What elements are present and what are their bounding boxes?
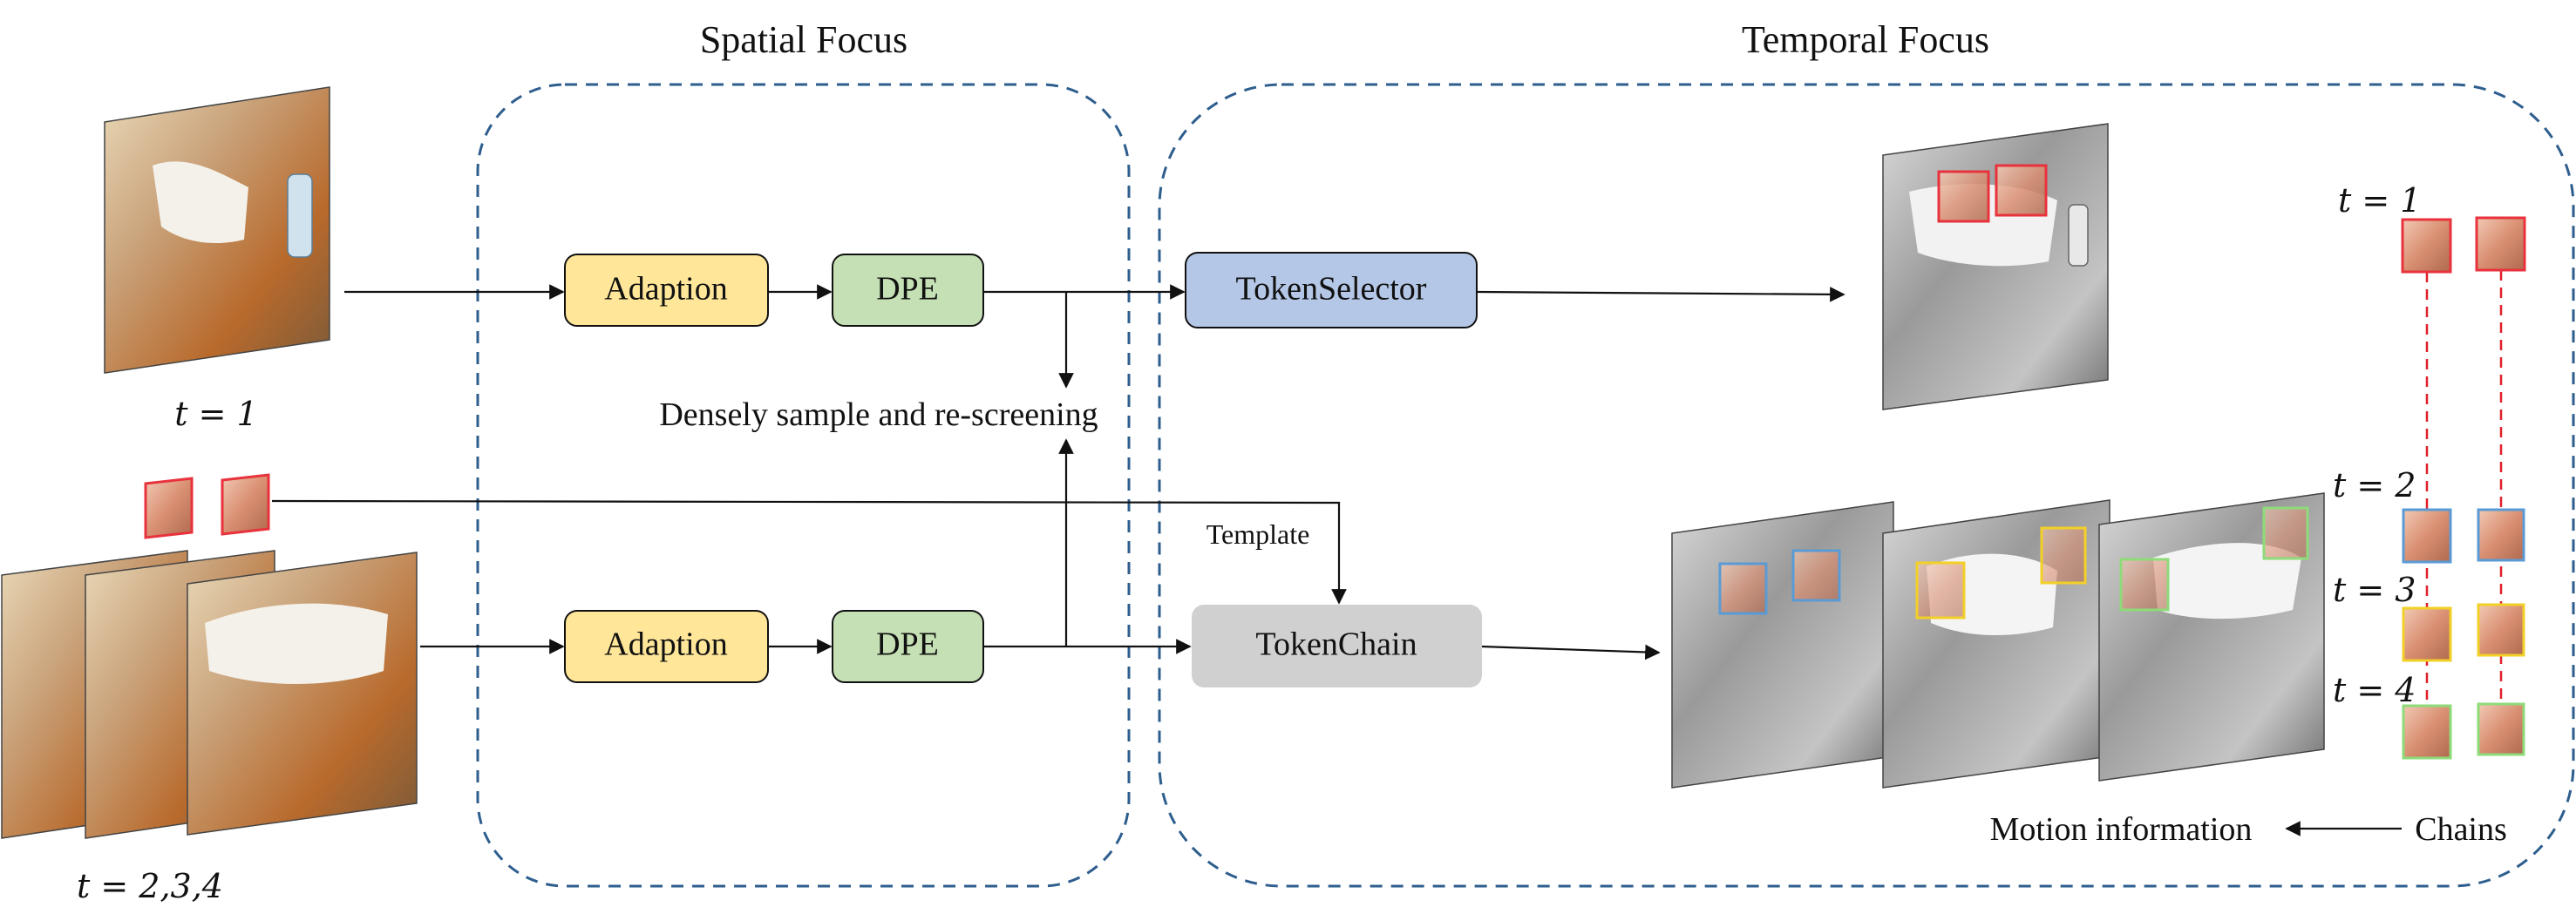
dpe-top-label: DPE (876, 271, 939, 308)
adaption-top-box (564, 254, 769, 327)
token-selector-label: TokenSelector (1236, 271, 1427, 308)
motion-information-label: Motion information (1990, 811, 2253, 848)
temporal-focus-title: Temporal Focus (1742, 18, 1989, 61)
chains-label: Chains (2415, 811, 2507, 848)
input-frames-t234 (1, 550, 418, 839)
chain-label-t1: t = 1 (2338, 181, 2421, 220)
chain-patches (2401, 216, 2526, 760)
chain-label-t3: t = 3 (2333, 571, 2416, 609)
template-label: Template (1206, 518, 1310, 550)
temporal-focus-region (1158, 83, 2575, 888)
input-frame-t1 (104, 86, 330, 374)
token-selector-box (1185, 252, 1478, 328)
chain-label-t4: t = 4 (2333, 671, 2416, 709)
chain-label-t2: t = 2 (2333, 466, 2416, 504)
selector-output-frame (1882, 123, 2109, 410)
template-patches (144, 473, 270, 539)
connectors (271, 284, 2402, 836)
token-chain-box (1192, 605, 1482, 687)
chain-output-frames (1671, 492, 2325, 789)
densely-sample-label: Densely sample and re-screening (659, 396, 1098, 433)
adaption-top-label: Adaption (604, 271, 727, 308)
dpe-top-box (832, 254, 984, 327)
frame1-label: t = 1 (174, 395, 257, 433)
frames234-label: t = 2,3,4 (77, 867, 223, 905)
token-chain-label: TokenChain (1255, 626, 1417, 663)
adaption-bottom-label: Adaption (604, 626, 727, 663)
spatial-focus-region (476, 83, 1131, 888)
dpe-bottom-label: DPE (876, 626, 939, 663)
spatial-focus-title: Spatial Focus (700, 18, 907, 61)
